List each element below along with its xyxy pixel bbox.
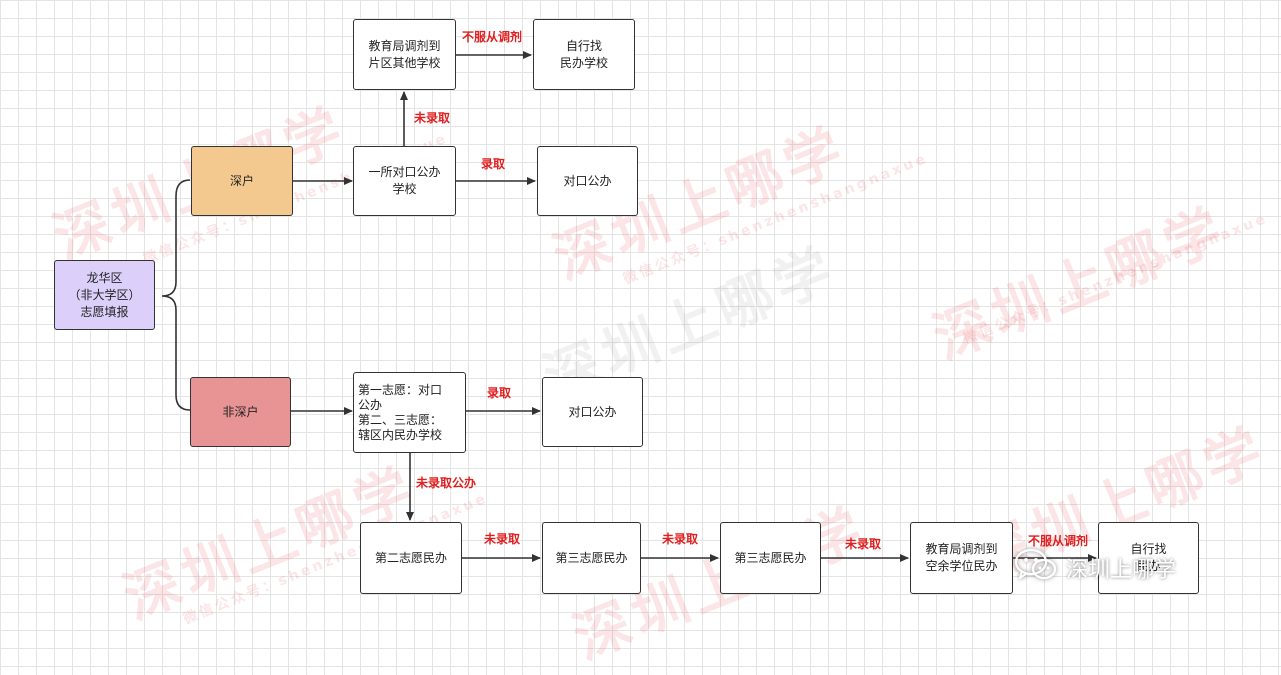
node-zixing-2: 自行找 民办 [1098,522,1199,594]
node-zixing-1: 自行找 民办学校 [533,19,635,90]
node-shenhu: 深户 [191,146,293,216]
node-di2: 第二志愿民办 [360,522,462,594]
badge-text: 深圳上哪学 [1066,558,1177,583]
label-bufu-top: 不服从调剂 [462,30,523,44]
connector-layer [161,51,1097,562]
node-duikou-2: 对口公办 [542,377,643,447]
label-weiluqu-gongban: 未录取公办 [416,476,477,490]
node-duikou-1: 对口公办 [537,146,638,216]
wechat-icon [1014,548,1058,588]
brace-connector [161,179,191,411]
node-di3-b: 第三志愿民办 [720,522,821,594]
label-weiluqu-top: 未录取 [414,111,451,125]
node-tiaoji-1: 教育局调剂到 片区其他学校 [353,19,456,90]
label-luqu-top: 录取 [481,157,506,171]
node-di3-a: 第三志愿民办 [542,522,641,594]
label-bufu-bottom: 不服从调剂 [1028,534,1089,548]
wechat-badge: 深圳上哪学 [1014,548,1176,588]
label-luqu-mid: 录取 [487,386,512,400]
node-zhiyuan: 第一志愿：对口 公办 第二、三志愿： 辖区内民办学校 [353,372,466,453]
label-weiluqu-1: 未录取 [484,532,521,546]
node-tiaoji-2: 教育局调剂到 空余学位民办 [910,522,1013,594]
label-weiluqu-2: 未录取 [662,532,699,546]
node-feishenhu: 非深户 [190,377,291,447]
node-longhua: 龙华区 （非大学区） 志愿填报 [54,260,155,330]
label-weiluqu-3: 未录取 [845,537,882,551]
node-yisuo: 一所对口公办 学校 [353,146,456,216]
